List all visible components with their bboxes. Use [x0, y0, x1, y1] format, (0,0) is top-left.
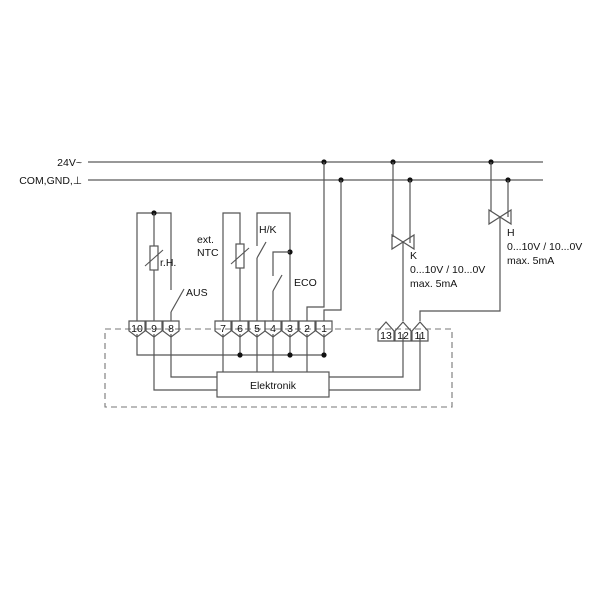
valve-k-symbol-right: [401, 233, 415, 251]
terminal-10[interactable]: [128, 320, 146, 338]
terminal-12[interactable]: [394, 321, 412, 342]
terminal-4[interactable]: [264, 320, 282, 338]
internal-wire: [170, 334, 217, 378]
valve-h-name: H: [507, 227, 515, 239]
ext-ntc-label-1: ext.: [197, 234, 214, 246]
terminal-10-label: 10: [131, 323, 143, 335]
ext-ntc-label-2: NTC: [197, 247, 219, 259]
terminal-2-label: 2: [304, 323, 310, 335]
junction-dot: [237, 352, 243, 358]
valve-h-symbol-left: [488, 208, 502, 226]
terminal-5-label: 5: [254, 323, 260, 335]
terminal-9[interactable]: [145, 320, 163, 338]
valve-h-range: 0...10V / 10...0V: [507, 241, 582, 253]
terminal-7-label: 7: [220, 323, 226, 335]
terminal-block-middle: 7 6 5 4 3 2 1: [214, 320, 333, 338]
junction-dot: [287, 352, 293, 358]
internal-wire: [329, 334, 404, 378]
hk-switch-contact: [256, 241, 267, 259]
junction-dot: [321, 352, 327, 358]
humidity-sensor-arrow: [144, 249, 164, 267]
common-rail-label: COM,GND,⊥: [19, 175, 82, 187]
ext-ntc-loop-wire: [222, 212, 241, 321]
terminal-11[interactable]: [411, 321, 429, 342]
terminal-2[interactable]: [298, 320, 316, 338]
terminal-8-label: 8: [168, 323, 174, 335]
eco-switch-wire: [272, 251, 290, 276]
humidity-sensor-label: r.H.: [160, 257, 176, 269]
valve-k-current: max. 5mA: [410, 278, 457, 290]
common-to-terminal-1: [323, 180, 342, 321]
eco-switch-label: ECO: [294, 277, 317, 289]
terminal-7[interactable]: [214, 320, 232, 338]
terminal-8[interactable]: [162, 320, 180, 338]
terminal-9-label: 9: [151, 323, 157, 335]
aus-switch-contact: [170, 288, 185, 313]
valve-h-symbol-right: [498, 208, 512, 226]
terminal-3[interactable]: [281, 320, 299, 338]
terminal-6-label: 6: [237, 323, 243, 335]
valve-k-name: K: [410, 250, 417, 262]
terminal-block-left: 10 9 8: [128, 320, 180, 338]
internal-wire: [329, 334, 421, 391]
terminal-6[interactable]: [231, 320, 249, 338]
supply-rail-label: 24V~: [57, 157, 82, 169]
hk-eco-common-wire: [256, 212, 291, 321]
terminal-11-label: 11: [415, 330, 426, 342]
valve-k-range: 0...10V / 10...0V: [410, 264, 485, 276]
hk-switch-label: H/K: [259, 224, 277, 236]
valve-h-signal-wire: [419, 217, 501, 321]
terminal-3-label: 3: [287, 323, 293, 335]
ext-ntc-arrow: [230, 247, 250, 265]
terminal-1[interactable]: [315, 320, 333, 338]
eco-switch-contact: [272, 274, 283, 292]
internal-common-bus: [136, 334, 325, 356]
terminal-13-label: 13: [380, 330, 392, 342]
valve-h-current: max. 5mA: [507, 255, 554, 267]
terminal-5[interactable]: [248, 320, 266, 338]
terminal-4-label: 4: [270, 323, 276, 335]
aus-switch-label: AUS: [186, 287, 208, 299]
device-enclosure: [104, 328, 453, 408]
terminal-block-right: 13 12 11: [377, 321, 429, 342]
terminal-13[interactable]: [377, 321, 395, 342]
electronics-label: Elektronik: [250, 380, 297, 392]
terminal-12-label: 12: [397, 330, 409, 342]
terminal-1-label: 1: [321, 323, 327, 335]
valve-k-symbol-left: [391, 233, 405, 251]
internal-wire: [153, 334, 217, 391]
supply-to-terminal-2: [306, 162, 325, 321]
